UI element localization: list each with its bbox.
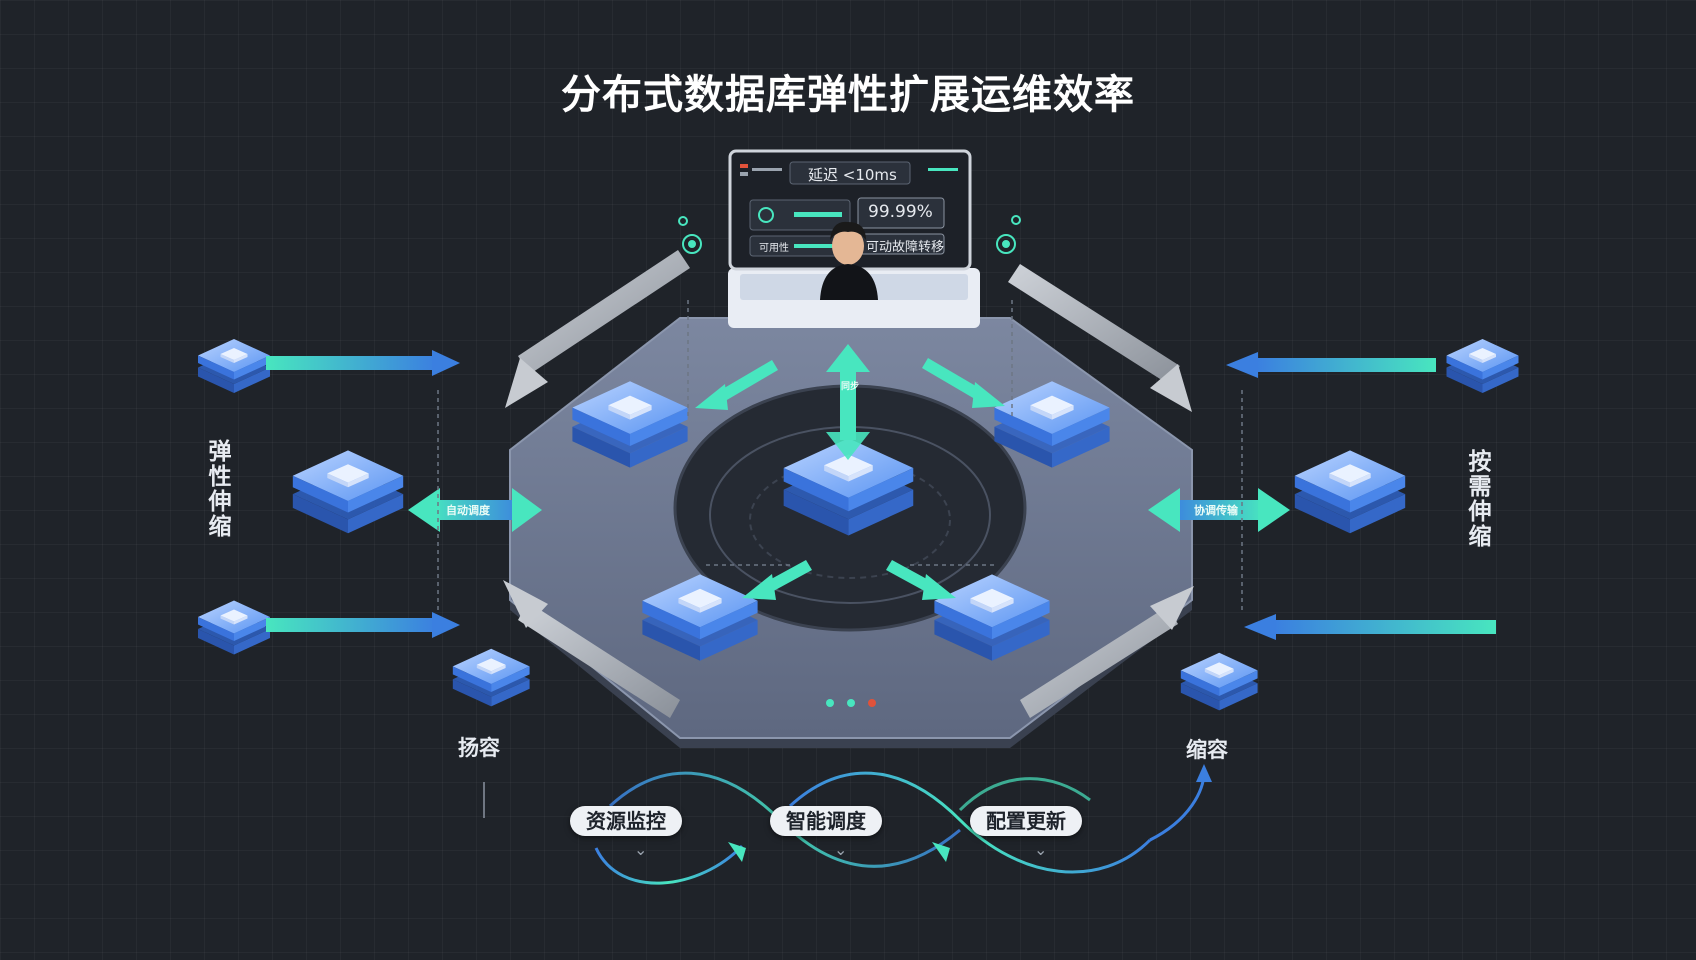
- grey-arrow-top-left: [505, 250, 690, 408]
- process-flow: [594, 771, 1206, 885]
- failover-label: 可动故障转移: [866, 240, 945, 255]
- teal-arrow-ll: [742, 560, 812, 600]
- node-right-mid: [1294, 450, 1406, 534]
- node-scale-in: [1180, 652, 1258, 711]
- double-arrow-left: [408, 488, 542, 532]
- node-far-left-bottom: [198, 600, 270, 655]
- connector-lines: [437, 300, 1243, 610]
- availability-label: 可用性: [759, 243, 789, 254]
- chevron-down-icon: ⌄: [634, 840, 648, 859]
- step-config-update: 配置更新: [970, 806, 1082, 836]
- arrow-right-bottom: [1244, 614, 1496, 640]
- node-far-right-top: [1446, 339, 1519, 393]
- teal-arrow-ul: [695, 360, 778, 410]
- arrow-left-top: [266, 350, 460, 376]
- scale-in-label: 缩容: [1186, 738, 1228, 762]
- arrow-tag-right: 协调传输: [1194, 504, 1238, 517]
- grey-arrow-top-right: [1008, 264, 1192, 412]
- grey-arrow-bottom-left: [503, 580, 680, 718]
- arrow-right-top: [1226, 352, 1436, 378]
- teal-arrow-lr: [886, 560, 956, 600]
- side-label-right: 按需伸缩: [1468, 449, 1492, 550]
- chevron-down-icon: ⌄: [834, 840, 848, 859]
- teal-arrow-ur: [922, 358, 1005, 408]
- scale-out-label: 扬容: [458, 736, 500, 760]
- signal-icons: [678, 215, 1021, 254]
- node-far-left-top: [198, 339, 270, 393]
- page-title: 分布式数据库弹性扩展运维效率: [561, 72, 1135, 118]
- teal-arrow-up: [826, 344, 870, 460]
- latency-readout: 延迟 <10ms: [808, 166, 897, 184]
- indicator-dot-1: [826, 699, 834, 707]
- arrow-tag-left: 自动调度: [446, 504, 490, 517]
- indicator-dot-3: [868, 699, 876, 707]
- monitor-workstation: [728, 149, 980, 328]
- flow-arrowhead-2: [932, 842, 950, 862]
- node-scale-out: [452, 648, 530, 707]
- indicator-dot-2: [847, 699, 855, 707]
- flow-arrowhead-3: [1196, 764, 1212, 782]
- flow-arrowhead-1: [728, 842, 746, 862]
- node-left-mid: [292, 450, 404, 534]
- availability-value: 99.99%: [868, 202, 933, 222]
- step-smart-scheduling: 智能调度: [770, 806, 882, 836]
- step-resource-monitoring: 资源监控: [570, 806, 682, 836]
- grey-arrow-bottom-right: [1020, 586, 1194, 718]
- arrow-tag-center: 同步: [841, 382, 860, 392]
- double-arrow-right: [1148, 488, 1290, 532]
- arrow-left-bottom: [266, 612, 460, 638]
- side-label-left: 弹性伸缩: [208, 439, 232, 540]
- chevron-down-icon: ⌄: [1034, 840, 1048, 859]
